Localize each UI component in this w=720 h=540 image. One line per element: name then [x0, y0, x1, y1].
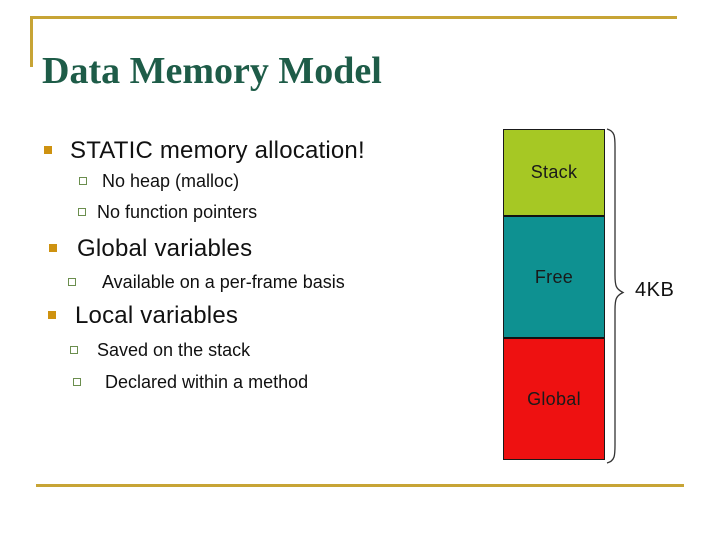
sub-bullet-square-icon [78, 208, 86, 216]
bullet-square-icon [44, 146, 52, 154]
bullet-item: STATIC memory allocation! [44, 137, 365, 165]
memory-segment-stack: Stack [504, 130, 604, 215]
bullet-square-icon [49, 244, 57, 252]
memory-segment-global: Global [504, 337, 604, 459]
bullet-item: Global variables [49, 235, 252, 263]
segment-label: Free [534, 266, 574, 287]
sub-bullet-item: Saved on the stack [70, 340, 250, 361]
bullet-label: Global variables [77, 235, 253, 262]
memory-diagram: Stack Free Global [503, 129, 605, 460]
segment-label: Global [527, 388, 581, 409]
sub-bullet-label: Saved on the stack [97, 340, 251, 360]
size-label: 4KB [635, 279, 675, 301]
sub-bullet-label: Declared within a method [105, 372, 309, 392]
top-accent-line [30, 16, 677, 19]
sub-bullet-square-icon [79, 177, 87, 185]
left-accent-bar [30, 16, 33, 67]
sub-bullet-label: Available on a per-frame basis [102, 272, 345, 292]
bullet-label: STATIC memory allocation! [70, 137, 365, 164]
right-curly-brace-icon [606, 128, 625, 464]
sub-bullet-square-icon [68, 278, 76, 286]
slide-title: Data Memory Model [42, 50, 382, 93]
sub-bullet-square-icon [73, 378, 81, 386]
sub-bullet-square-icon [70, 346, 78, 354]
bullet-square-icon [48, 311, 56, 319]
segment-label: Stack [530, 162, 578, 182]
bullet-label: Local variables [75, 302, 239, 329]
memory-segment-free: Free [504, 215, 604, 337]
sub-bullet-item: Available on a per-frame basis [68, 272, 345, 293]
sub-bullet-item: No function pointers [78, 202, 257, 223]
bullet-item: Local variables [48, 302, 238, 330]
sub-bullet-label: No function pointers [97, 202, 258, 222]
sub-bullet-label: No heap (malloc) [102, 171, 240, 191]
sub-bullet-item: Declared within a method [73, 372, 308, 393]
sub-bullet-item: No heap (malloc) [79, 171, 239, 192]
bottom-accent-line [36, 484, 684, 487]
